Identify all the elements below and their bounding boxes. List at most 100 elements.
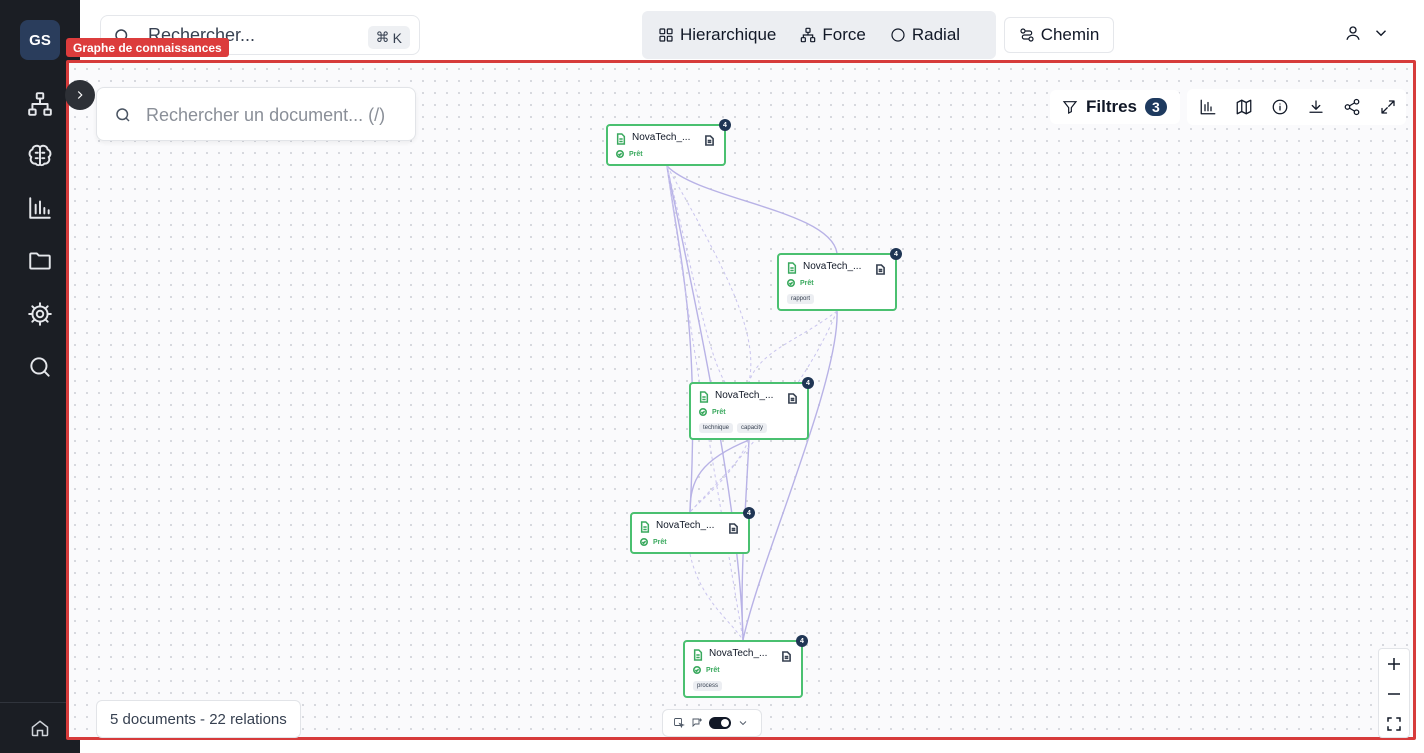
- zoom-out-icon: [1388, 693, 1400, 695]
- sidebar-home-button[interactable]: [0, 702, 80, 753]
- document-search[interactable]: Rechercher un document... (/): [96, 87, 416, 141]
- user-icon: [1346, 26, 1360, 40]
- share-icon[interactable]: [1343, 98, 1361, 116]
- check-circle-icon: [699, 408, 707, 416]
- document-icon[interactable]: [782, 649, 791, 662]
- chevron-down-icon[interactable]: [737, 717, 749, 729]
- zoom-controls: [1378, 648, 1410, 738]
- node-status-text: Prêt: [800, 279, 814, 287]
- filters-button[interactable]: Filtres 3: [1050, 90, 1180, 124]
- map-icon[interactable]: [1235, 98, 1253, 116]
- node-relation-badge: 4: [743, 507, 755, 519]
- graph-node-2[interactable]: NovaTech_... Prêt rapport 4: [777, 248, 902, 311]
- home-icon: [31, 720, 49, 737]
- search-icon: [30, 357, 50, 377]
- bar-chart-icon[interactable]: [1199, 98, 1217, 116]
- document-icon[interactable]: [729, 521, 738, 534]
- zoom-out-button[interactable]: [1379, 679, 1409, 709]
- download-icon[interactable]: [1307, 98, 1325, 116]
- sidebar-item-hierarchy[interactable]: [24, 88, 56, 120]
- network-icon: [801, 27, 816, 43]
- path-label: Chemin: [1040, 25, 1100, 44]
- bar-chart-icon: [29, 197, 51, 219]
- chevron-down-icon: [1376, 30, 1386, 37]
- user-menu[interactable]: [1344, 24, 1390, 42]
- expand-icon[interactable]: [1379, 98, 1397, 116]
- file-icon: [787, 261, 797, 274]
- file-icon: [699, 390, 709, 403]
- grid-icon: [659, 28, 673, 42]
- check-circle-icon: [640, 538, 648, 546]
- document-search-placeholder: Rechercher un document... (/): [146, 105, 386, 125]
- node-relation-badge: 4: [796, 635, 808, 647]
- node-relation-badge: 4: [890, 248, 902, 260]
- graph-toolbar: [1187, 89, 1406, 125]
- node-status-text: Prêt: [706, 666, 720, 674]
- app-logo[interactable]: GS: [20, 20, 60, 60]
- gear-icon: [28, 302, 52, 326]
- node-tags: technique capacity: [699, 423, 768, 433]
- select-node-icon[interactable]: [673, 717, 685, 729]
- fit-view-icon: [1387, 717, 1401, 731]
- filters-label: Filtres: [1086, 97, 1138, 116]
- graph-node-1[interactable]: NovaTech_... Prêt 4: [606, 119, 731, 166]
- view-force-button[interactable]: Force: [800, 25, 866, 45]
- sidebar-item-documents[interactable]: [24, 245, 56, 277]
- node-title: NovaTech_...: [632, 132, 691, 143]
- view-hierarchique-button[interactable]: Hierarchique: [658, 25, 776, 45]
- filter-icon: [1062, 101, 1078, 114]
- document-icon[interactable]: [788, 391, 797, 404]
- node-title: NovaTech_...: [709, 648, 768, 659]
- sidebar-item-settings[interactable]: [24, 298, 56, 330]
- graph-node-3[interactable]: NovaTech_... Prêt technique capacity 4: [689, 377, 814, 440]
- node-status: Prêt: [699, 408, 726, 416]
- sidebar-item-brain[interactable]: [24, 140, 56, 172]
- view-radial-button[interactable]: Radial: [890, 25, 960, 45]
- node-status: Prêt: [787, 279, 814, 287]
- info-icon[interactable]: [1271, 98, 1289, 116]
- sitemap-icon: [28, 92, 52, 116]
- node-status: Prêt: [640, 538, 667, 546]
- chevron-right-icon: [77, 91, 83, 99]
- node-relation-badge: 4: [719, 119, 731, 131]
- graph-node-5[interactable]: NovaTech_... Prêt process 4: [683, 635, 808, 698]
- circle-icon: [891, 28, 905, 42]
- node-status-text: Prêt: [653, 538, 667, 546]
- node-status: Prêt: [616, 150, 643, 158]
- brain-icon: [28, 144, 52, 167]
- node-title: NovaTech_...: [715, 390, 774, 401]
- shortcut-symbol: ⌘: [375, 29, 390, 45]
- add-comment-icon[interactable]: [691, 717, 703, 729]
- zoom-in-button[interactable]: [1379, 649, 1409, 679]
- shortcut-key: K: [392, 29, 402, 46]
- panel-toggle-button[interactable]: [65, 80, 95, 110]
- route-icon: [1020, 28, 1034, 42]
- sidebar-item-analytics[interactable]: [24, 192, 56, 224]
- node-tag: rapport: [787, 294, 815, 304]
- node-title: NovaTech_...: [803, 261, 862, 272]
- document-icon[interactable]: [876, 262, 885, 275]
- node-status: Prêt: [693, 666, 720, 674]
- graph-node-4[interactable]: NovaTech_... Prêt 4: [630, 507, 755, 554]
- file-icon: [640, 520, 650, 533]
- view-mode-group: Hierarchique Force Radial: [642, 11, 996, 59]
- path-button[interactable]: Chemin: [1004, 17, 1114, 53]
- search-shortcut: ⌘ K: [367, 26, 410, 49]
- node-tags: rapport: [787, 294, 815, 304]
- document-icon[interactable]: [705, 133, 714, 146]
- check-circle-icon: [693, 666, 701, 674]
- node-title: NovaTech_...: [656, 520, 715, 531]
- sidebar-item-search[interactable]: [24, 351, 56, 383]
- view-force-label: Force: [822, 25, 866, 44]
- graph-section-label: Graphe de connaissances: [66, 38, 229, 57]
- interaction-mode-bar[interactable]: [662, 709, 762, 737]
- search-icon: [116, 108, 130, 122]
- graph-stats: 5 documents - 22 relations: [96, 700, 301, 738]
- view-radial-label: Radial: [911, 25, 961, 44]
- node-tag: technique: [699, 423, 734, 433]
- node-tag: process: [693, 681, 723, 691]
- mode-toggle[interactable]: [709, 717, 731, 729]
- file-icon: [616, 132, 626, 145]
- node-status-text: Prêt: [712, 408, 726, 416]
- fit-view-button[interactable]: [1379, 709, 1409, 739]
